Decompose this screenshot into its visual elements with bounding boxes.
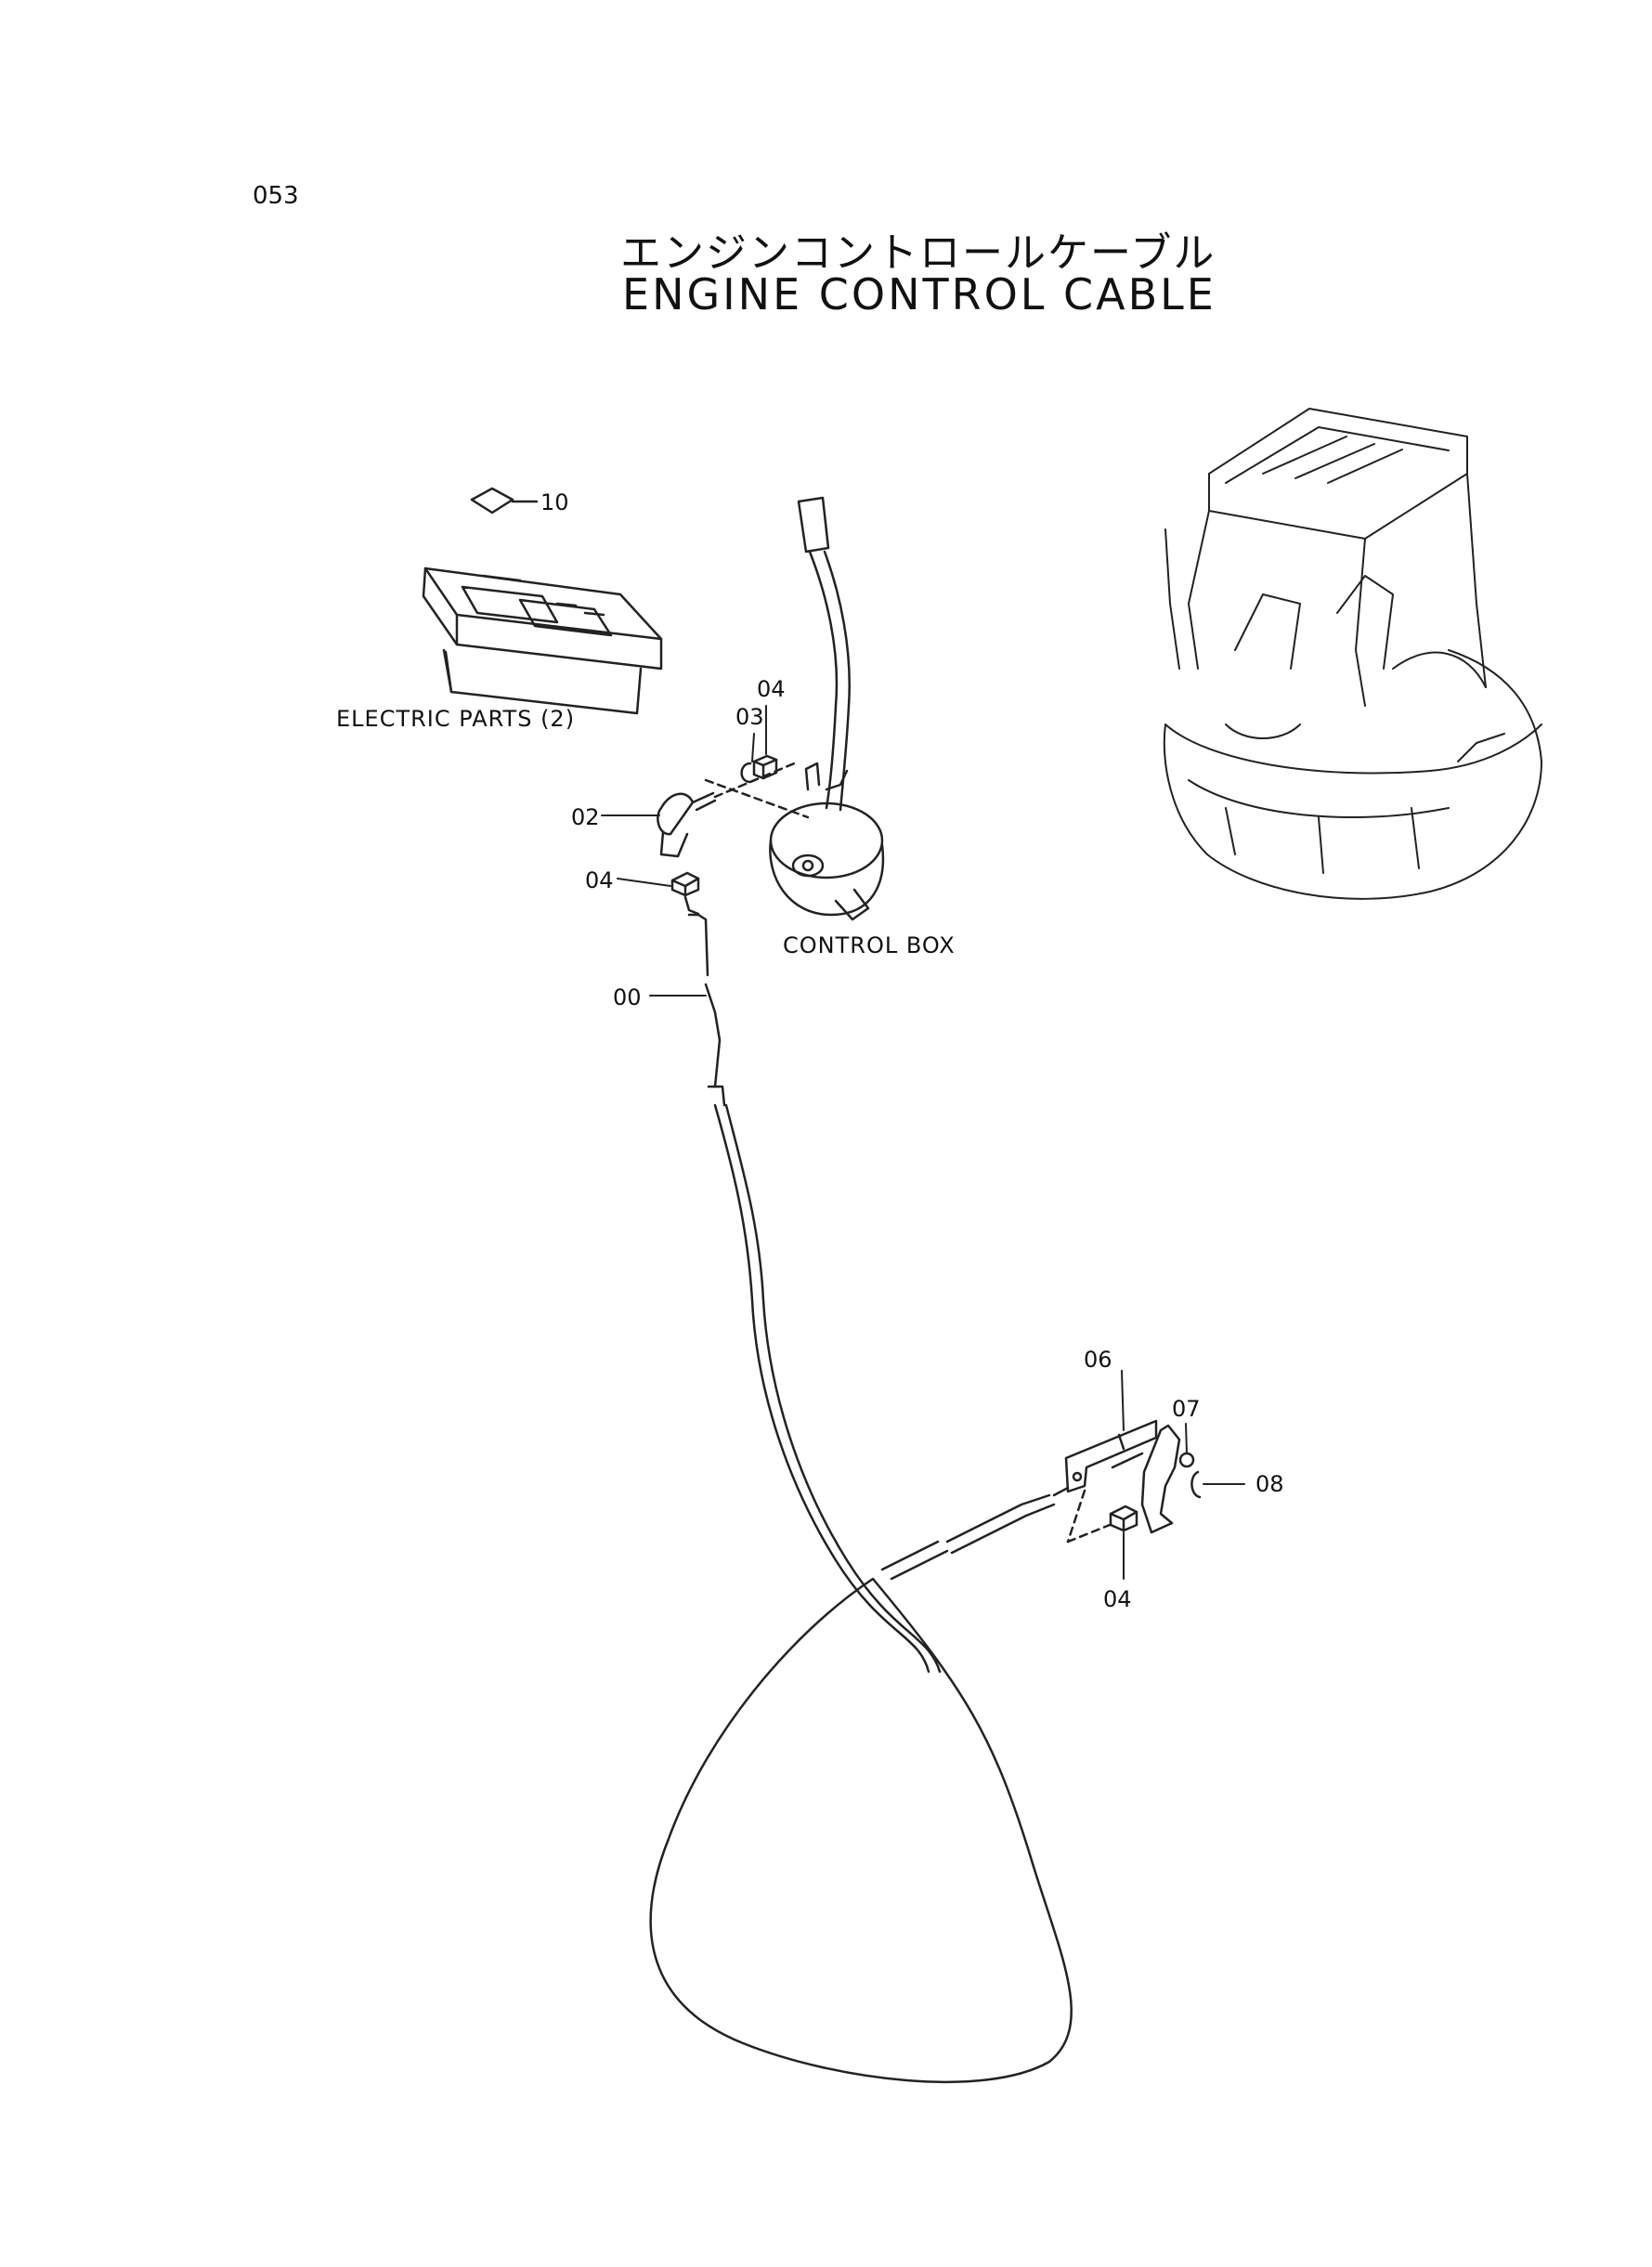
engine-control-cable-drawing [649,895,1073,2084]
callout-04-top: 04 [757,676,786,702]
callout-04-left: 04 [585,867,614,893]
small-parts-drawing [657,754,778,897]
callout-06: 06 [1084,1347,1112,1373]
page-number: 053 [253,182,299,210]
governor-bracket-drawing [1064,1419,1202,1534]
callout-07: 07 [1172,1396,1201,1422]
control-lever-drawing [769,496,885,921]
monitor-panel-drawing [422,567,663,715]
callout-00: 00 [613,984,642,1010]
callout-03: 03 [735,704,764,730]
excavator-canopy-drawing [1163,408,1542,900]
title-english: ENGINE CONTROL CABLE [622,269,1216,319]
callout-04-bottom: 04 [1103,1586,1132,1612]
callout-02: 02 [571,804,600,830]
control-box-label: CONTROL BOX [783,932,956,958]
title-japanese: エンジンコントロールケーブル [620,229,1216,277]
electric-parts-label: ELECTRIC PARTS (2) [336,706,576,732]
callout-leaders [601,705,1245,1580]
callout-10: 10 [540,489,569,515]
callout-08: 08 [1255,1471,1284,1497]
label-tag-10 [470,487,514,515]
